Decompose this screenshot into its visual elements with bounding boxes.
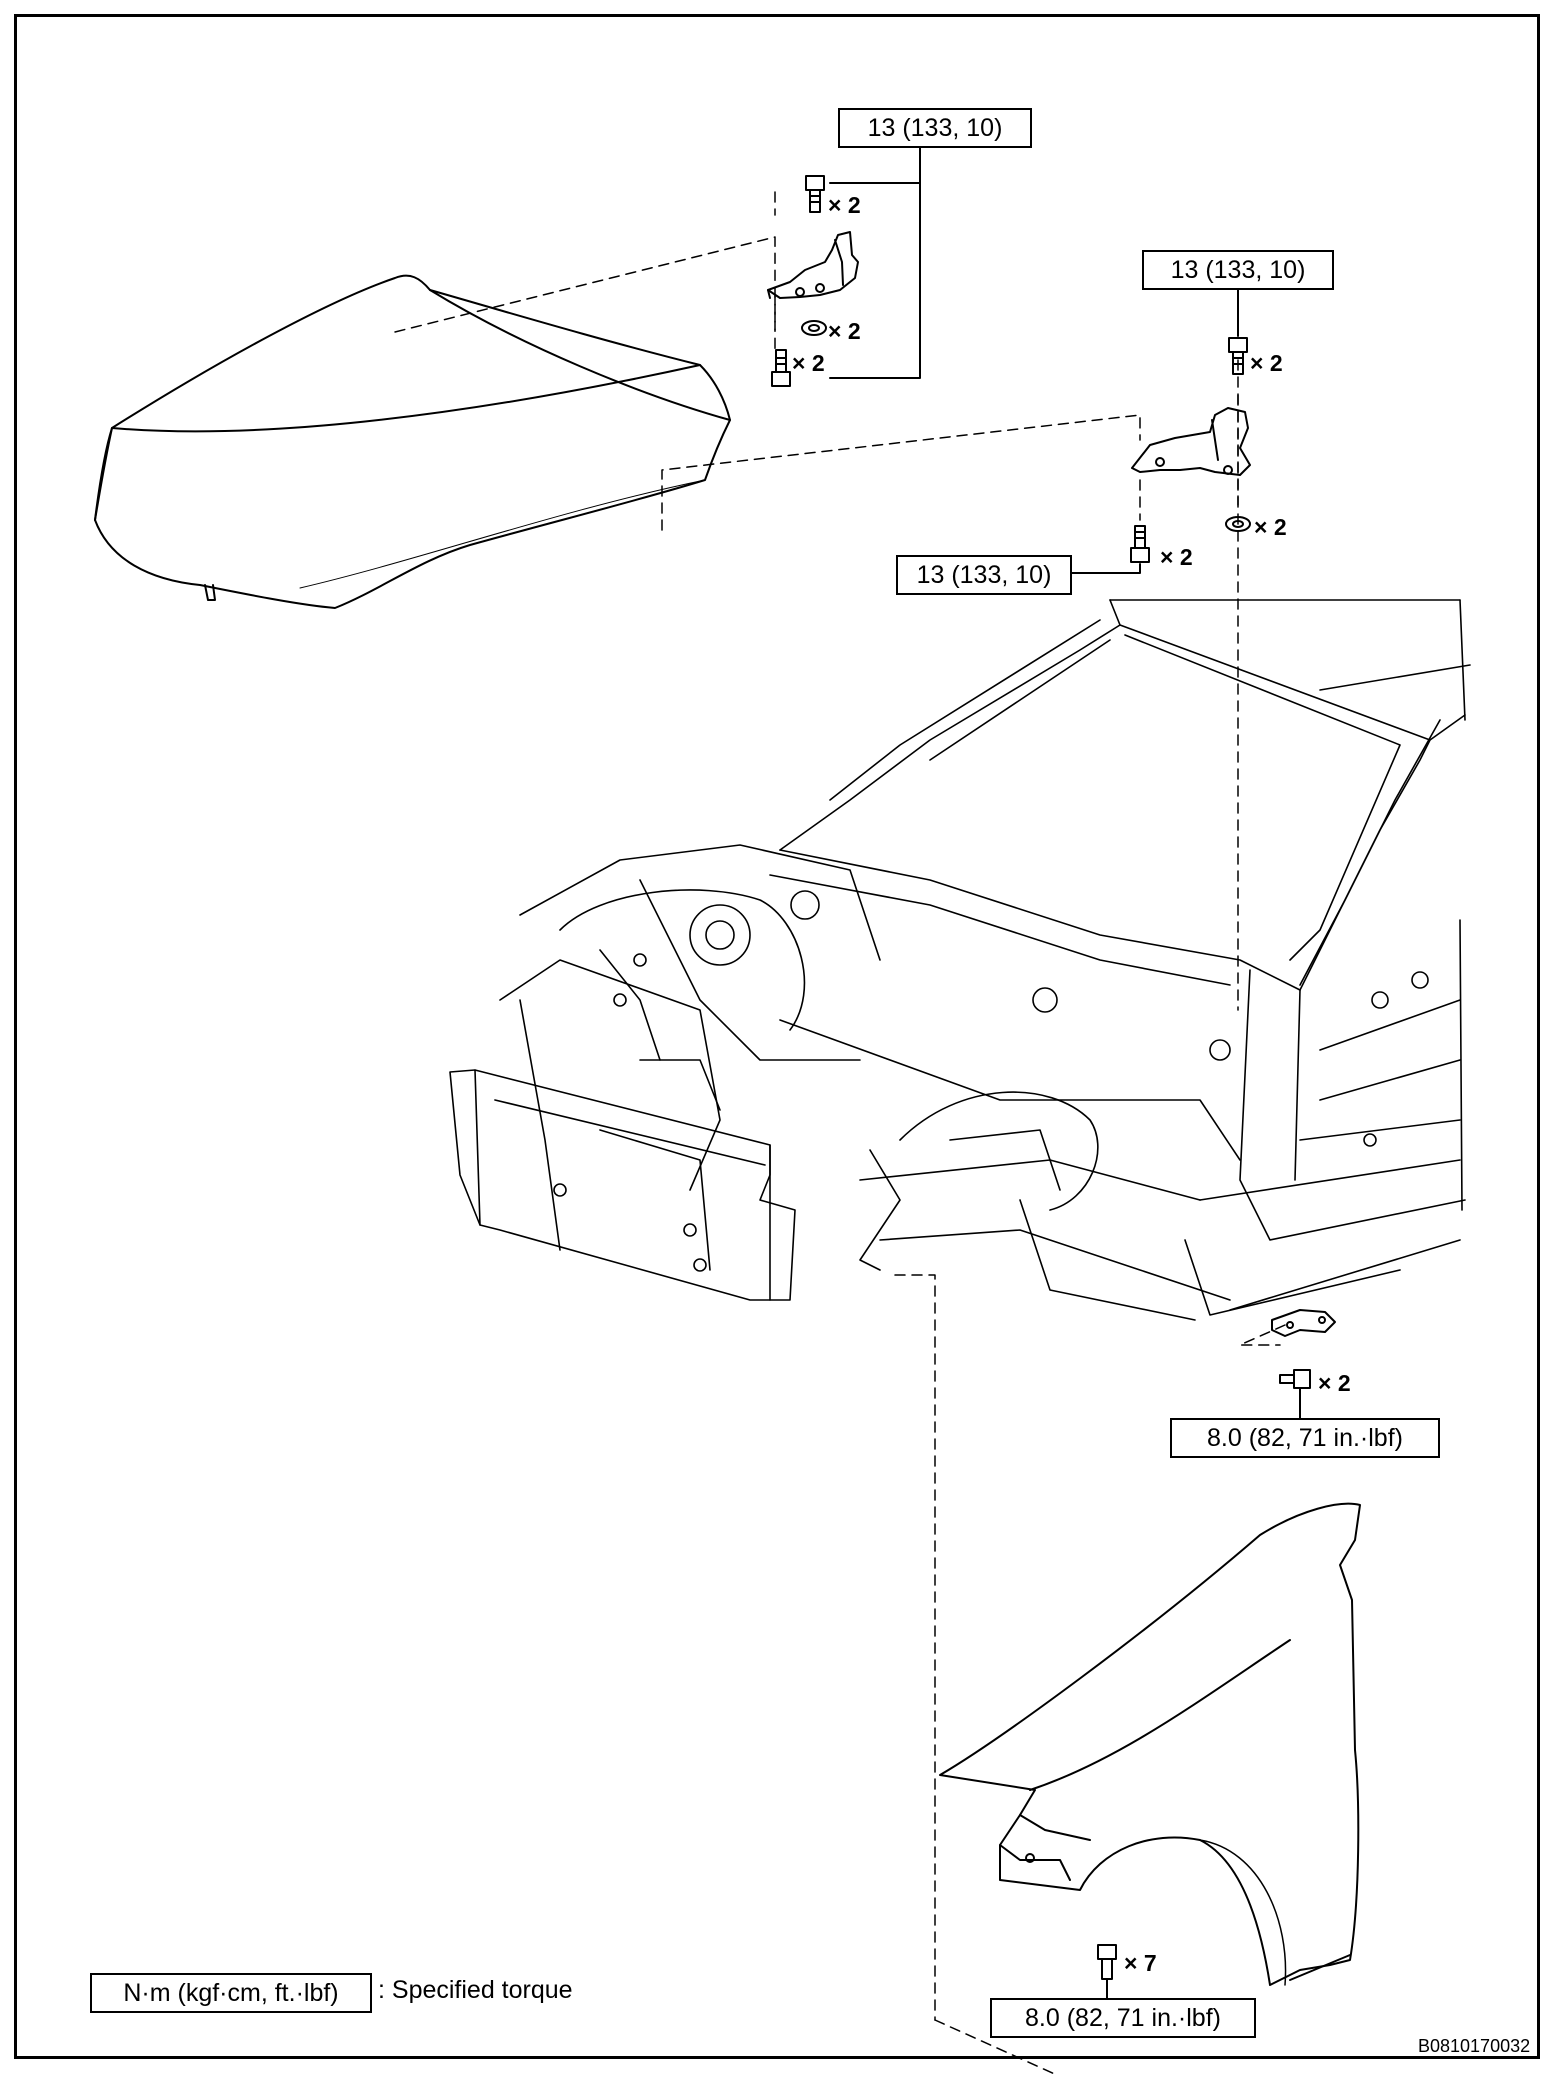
quantity-hinge-left-bottom-bolt: × 2 [792, 350, 825, 376]
quantity-hinge-right-washer: × 2 [1254, 514, 1287, 540]
hinge-bolt-right-top [1229, 338, 1247, 374]
leader-right-hinge-bottom [1070, 564, 1140, 573]
fender-rear-bracket [1272, 1310, 1335, 1336]
leader-left-hinge [830, 144, 920, 378]
legend-description: : Specified torque [378, 1976, 573, 2004]
hinge-bolt-left-bottom [772, 350, 790, 386]
washer-right [1226, 517, 1250, 531]
torque-label-hinge-right-bottom: 13 (133, 10) [896, 555, 1072, 595]
diagram-frame [14, 14, 1540, 2059]
quantity-hinge-right-top-bolt: × 2 [1250, 350, 1283, 376]
figure-code: B0810170032 [1418, 2036, 1531, 2056]
torque-label-hinge-right-top: 13 (133, 10) [1142, 250, 1334, 290]
vehicle-body-structure [450, 600, 1470, 1320]
legend-unit-box: N·m (kgf·cm, ft.·lbf) [90, 1973, 372, 2013]
hinge-bolt-left-top [806, 176, 824, 212]
hinge-bolt-right-bottom [1131, 526, 1149, 562]
quantity-hinge-right-bottom-bolt: × 2 [1160, 544, 1193, 570]
washer-left [802, 321, 826, 335]
fender-bolt-front [1098, 1945, 1116, 1998]
alignment-guides [395, 192, 1285, 2075]
quantity-hinge-left-top-bolt: × 2 [828, 192, 861, 218]
torque-label-fender-front: 8.0 (82, 71 in.·lbf) [990, 1998, 1256, 2038]
torque-label-fender-rear: 8.0 (82, 71 in.·lbf) [1170, 1418, 1440, 1458]
quantity-fender-rear-bolt: × 2 [1318, 1370, 1351, 1396]
fender-bolt-rear [1280, 1370, 1310, 1418]
quantity-fender-front-bolt: × 7 [1124, 1950, 1157, 1976]
torque-label-hood-hinge-top: 13 (133, 10) [838, 108, 1032, 148]
quantity-hinge-left-washer: × 2 [828, 318, 861, 344]
hood-hinge-left [768, 232, 858, 298]
hood-panel [95, 276, 730, 608]
hood-hinge-right [1132, 408, 1250, 475]
front-fender [940, 1504, 1360, 1985]
